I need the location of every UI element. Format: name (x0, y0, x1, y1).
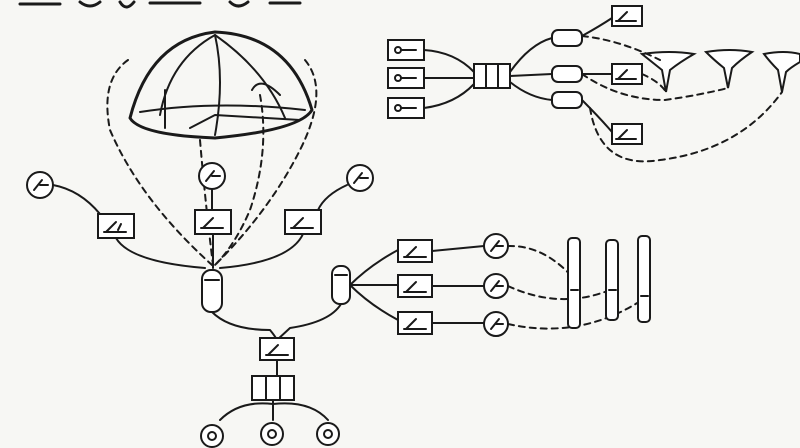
switch-box-center (195, 210, 231, 234)
tube-icon-2 (606, 240, 618, 320)
cropped-heading-scribble (20, 2, 300, 7)
gauge-icon-mid-2 (484, 274, 508, 298)
junction-box-icon (252, 376, 294, 400)
switch-box-right (285, 210, 321, 234)
gauge-icon-bottom-right (317, 423, 339, 445)
funnel-icon-2 (706, 50, 752, 88)
gauge-icon-mid-3 (484, 312, 508, 336)
gauge-icon-center (199, 163, 225, 189)
switch-to-gauge-lines (432, 246, 484, 323)
gauge-icon-right (347, 165, 373, 191)
gauge-link-left (53, 185, 100, 214)
key-to-junction (424, 50, 474, 108)
key-switch-icon-2 (388, 68, 424, 88)
bulb-icon-left (202, 270, 222, 312)
gauge-icon-bottom-left (201, 425, 223, 447)
funnel-icon-1 (642, 52, 694, 92)
connector-icon-3 (552, 92, 582, 108)
switch-box-mid-1 (398, 240, 432, 262)
switch-box-mid-2 (398, 275, 432, 297)
bulb-icon-right (332, 266, 350, 304)
key-switch-icon-3 (388, 98, 424, 118)
bulb-to-switch-left (212, 312, 277, 340)
gauge-link-right (318, 185, 347, 210)
switch-box-top-3 (612, 124, 642, 144)
switch-to-bulb-right (220, 234, 303, 268)
tube-icon-1 (568, 238, 580, 328)
switch-box-mid-3 (398, 312, 432, 334)
junction-to-connectors (510, 38, 552, 100)
connector-to-switch-lines (582, 18, 612, 132)
switch-to-bulb-left (116, 238, 205, 268)
switch-box-top-2 (612, 64, 642, 84)
bulb-fan-out (350, 250, 398, 320)
funnel-icon-3 (764, 52, 800, 92)
junction-box-top (474, 64, 510, 88)
dome-icon (130, 32, 312, 138)
switch-box-bottom (260, 338, 294, 360)
gauge-icon-mid-1 (484, 234, 508, 258)
key-switch-icon-1 (388, 40, 424, 60)
connector-icon-2 (552, 66, 582, 82)
tube-icon-3 (638, 236, 650, 322)
connector-icon-1 (552, 30, 582, 46)
bulb-to-switch-right (277, 304, 341, 340)
junction-branches (220, 400, 328, 420)
gauge-icon-left (27, 172, 53, 198)
switch-box-top-1 (612, 6, 642, 26)
switch-box-left (98, 214, 134, 238)
gauge-icon-bottom-center (261, 423, 283, 445)
